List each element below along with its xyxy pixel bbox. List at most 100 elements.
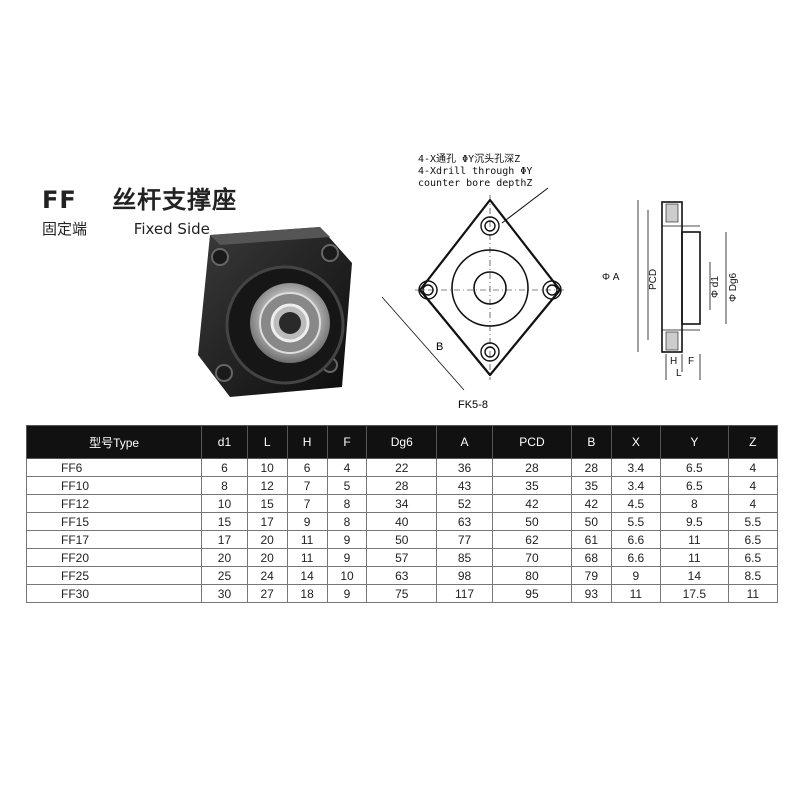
table-cell: 3.4 [610,476,661,495]
table-cell: 8 [326,512,368,531]
column-header: A [436,425,494,459]
table-cell: 42 [570,494,612,513]
table-cell: 9 [326,530,368,549]
table-cell: 50 [366,530,438,549]
table-cell: 5.5 [610,512,661,531]
label-b: B [436,341,443,353]
table-cell: 4 [727,494,779,513]
table-cell: 5.5 [727,512,779,531]
table-cell: 17 [246,512,288,531]
table-cell: 10 [201,494,248,513]
table-cell: 80 [492,566,572,585]
table-cell: 12 [246,476,288,495]
table-cell: 20 [246,548,288,567]
table-cell: 15 [201,512,248,531]
table-cell: FF15 [25,512,203,531]
table-cell: 10 [326,566,368,585]
table-cell: 50 [570,512,612,531]
table-cell: 4.5 [610,494,661,513]
table-cell: 10 [246,458,288,477]
label-h: H [670,356,677,367]
table-cell: 8 [201,476,248,495]
page-subtitle: 固定端 Fixed Side [42,218,210,239]
column-header: B [570,425,612,459]
table-cell: 6 [286,458,328,477]
table-cell: 9.5 [659,512,729,531]
table-cell: 52 [436,494,494,513]
table-cell: 8.5 [727,566,779,585]
table-cell: 15 [246,494,288,513]
product-code: FF [42,186,77,214]
label-phi-d1: Φ d1 [710,276,721,298]
table-cell: 35 [492,476,572,495]
table-cell: 3.4 [610,458,661,477]
table-cell: 62 [492,530,572,549]
table-cell: 35 [570,476,612,495]
model-label: FK5-8 [458,399,488,411]
table-cell: 6.5 [659,476,729,495]
table-cell: 20 [201,548,248,567]
table-cell: FF30 [25,584,203,603]
column-header: d1 [201,425,248,459]
table-cell: 30 [201,584,248,603]
product-photo [198,227,352,397]
table-cell: 93 [570,584,612,603]
table-cell: 34 [366,494,438,513]
table-cell: 11 [610,584,661,603]
table-cell: 9 [326,548,368,567]
table-cell: 17 [201,530,248,549]
table-cell: 4 [727,458,779,477]
table-cell: 6.5 [727,530,779,549]
table-cell: 95 [492,584,572,603]
note-line-1: 4-X通孔 ΦY沉头孔深Z [418,152,520,165]
table-cell: 70 [492,548,572,567]
table-cell: 11 [659,530,729,549]
table-cell: 61 [570,530,612,549]
table-cell: 28 [492,458,572,477]
table-cell: FF20 [25,548,203,567]
table-cell: 7 [286,494,328,513]
table-cell: 117 [436,584,494,603]
table-cell: 11 [727,584,779,603]
table-cell: 63 [436,512,494,531]
table-cell: 6.5 [659,458,729,477]
column-header: PCD [492,425,572,459]
table-cell: 4 [727,476,779,495]
table-cell: 77 [436,530,494,549]
table-cell: 5 [326,476,368,495]
table-cell: 6.6 [610,530,661,549]
table-cell: FF12 [25,494,203,513]
table-cell: 18 [286,584,328,603]
subtitle-en: Fixed Side [133,220,210,238]
table-cell: 4 [326,458,368,477]
table-cell: 14 [659,566,729,585]
page-title: FF 丝杆支撑座 [42,180,237,215]
table-cell: 24 [246,566,288,585]
table-cell: 50 [492,512,572,531]
table-cell: 85 [436,548,494,567]
table-cell: 11 [286,548,328,567]
label-f: F [688,356,694,367]
table-cell: 9 [286,512,328,531]
column-header: Y [659,425,729,459]
label-l: L [676,368,682,379]
table-cell: 43 [436,476,494,495]
table-cell: 17.5 [659,584,729,603]
table-cell: FF25 [25,566,203,585]
table-cell: 8 [326,494,368,513]
table-cell: FF17 [25,530,203,549]
column-header: 型号Type [25,425,203,459]
table-cell: 9 [326,584,368,603]
table-cell: 22 [366,458,438,477]
table-cell: 20 [246,530,288,549]
table-cell: FF10 [25,476,203,495]
table-cell: 8 [659,494,729,513]
column-header: Dg6 [366,425,438,459]
